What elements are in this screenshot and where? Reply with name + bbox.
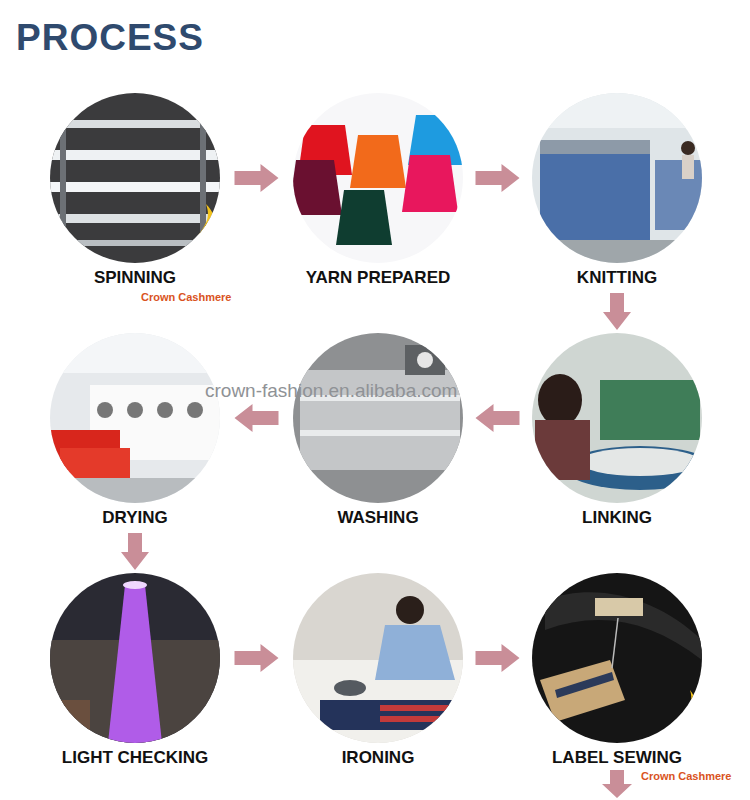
yarn-photo (288, 93, 464, 263)
process-step: DRYING (45, 333, 225, 530)
process-step: LINKING (527, 333, 707, 530)
site-watermark: crown-fashion.en.alibaba.com (205, 380, 457, 402)
flow-arrow (476, 644, 520, 672)
linking-photo (532, 333, 715, 503)
flow-arrow (121, 533, 149, 570)
process-step: KNITTING (527, 93, 707, 290)
page-title: PROCESS (16, 16, 204, 60)
flow-arrow (235, 404, 279, 432)
ironing-photo (293, 573, 463, 743)
brand-watermark: Crown Cashmere (141, 291, 231, 303)
step-label: LINKING (527, 508, 707, 528)
step-label: LABEL SEWING (527, 748, 707, 768)
process-step: LABEL SEWING (527, 573, 707, 770)
label-sewing-photo (532, 573, 702, 743)
flow-arrow (476, 404, 520, 432)
step-label: IRONING (288, 748, 468, 768)
step-label: DRYING (45, 508, 225, 528)
step-label: KNITTING (527, 268, 707, 288)
step-label: LIGHT CHECKING (45, 748, 225, 768)
step-label: WASHING (288, 508, 468, 528)
washing-photo (293, 333, 463, 503)
flow-arrow (476, 164, 520, 192)
process-step: WASHING (288, 333, 468, 530)
process-step: LIGHT CHECKING (45, 573, 225, 770)
step-label: SPINNING (45, 268, 225, 288)
step-label: YARN PREPARED (288, 268, 468, 288)
process-step: YARN PREPARED (288, 93, 468, 290)
knitting-photo (532, 93, 705, 263)
spinning-photo (50, 93, 220, 263)
flow-arrow (603, 293, 631, 330)
brand-watermark: Crown Cashmere (641, 770, 731, 782)
flow-arrow (235, 644, 279, 672)
process-step: IRONING (288, 573, 468, 770)
process-step: SPINNING (45, 93, 225, 290)
flow-arrow (235, 164, 279, 192)
exit-arrow (602, 770, 632, 798)
light-checking-photo (50, 573, 220, 743)
drying-photo (50, 333, 220, 503)
